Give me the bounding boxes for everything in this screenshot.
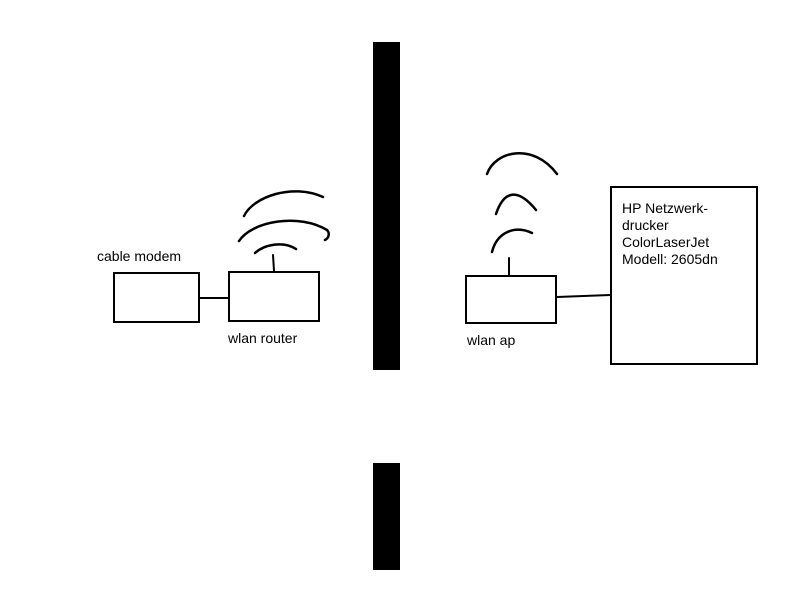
printer-label-line-4: Modell: 2605dn <box>622 251 718 267</box>
cable-modem-label: cable modem <box>97 248 182 264</box>
wlan-ap-box <box>465 275 557 324</box>
wall-upper-segment <box>373 42 400 370</box>
printer-label-line-1: HP Netzwerk- <box>622 200 709 216</box>
printer-label-line-2: drucker <box>622 217 669 233</box>
router-wifi-arc-middle-icon <box>237 219 330 243</box>
ap-wifi-arc-middle-icon <box>494 193 538 216</box>
router-wifi-arc-outer-icon <box>242 190 325 218</box>
cable-modem-box <box>113 272 200 323</box>
wall-lower-segment <box>373 463 400 570</box>
printer-box <box>610 186 758 365</box>
ap-wifi-arc-inner-icon <box>490 228 534 254</box>
router-antenna-line <box>272 254 275 272</box>
ap-wifi-arc-outer-icon <box>485 151 559 176</box>
wlan-router-label: wlan router <box>228 330 298 346</box>
printer-label: HP Netzwerk- drucker ColorLaserJet Model… <box>622 200 752 268</box>
ap-printer-connector-line <box>556 294 611 298</box>
printer-label-line-3: ColorLaserJet <box>622 234 710 250</box>
router-wifi-arc-inner-icon <box>253 243 298 255</box>
wlan-ap-label: wlan ap <box>467 332 516 348</box>
wlan-router-box <box>228 271 320 322</box>
